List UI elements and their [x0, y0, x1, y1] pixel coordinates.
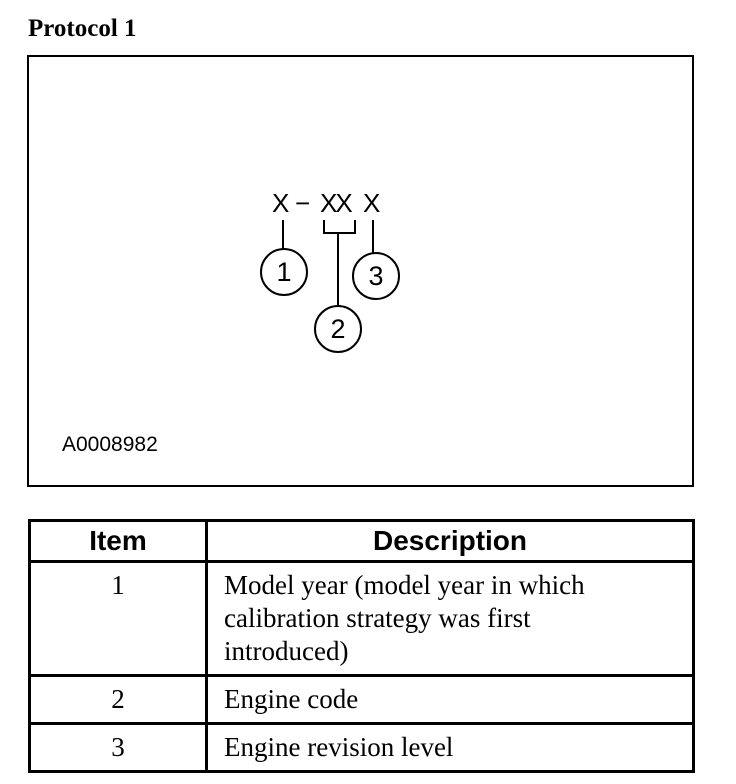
page-title: Protocol 1 [28, 15, 137, 42]
item-description: Engine revision level [205, 722, 695, 773]
item-description-text: Model year (model year in which calibrat… [224, 570, 585, 666]
callout-diagram: 1 2 3 [260, 220, 400, 353]
callout-circle-2 [314, 305, 362, 353]
callout-number-2: 2 [330, 314, 345, 344]
table-row: 2 Engine code [28, 674, 695, 725]
code-char-last: X [363, 188, 381, 218]
figure-id-label: A0008982 [62, 433, 158, 456]
table-row: 3 Engine revision level [28, 722, 695, 773]
code-char-first: X [272, 188, 290, 218]
item-description-text: Engine code [224, 684, 359, 714]
callout-number-3: 3 [368, 261, 383, 291]
item-description-text: Engine revision level [224, 732, 454, 762]
table-row: 1 Model year (model year in which calibr… [28, 560, 695, 677]
callout-circle-3 [352, 252, 400, 300]
item-number: 1 [28, 560, 208, 677]
item-description: Model year (model year in which calibrat… [205, 560, 695, 677]
callout-number-1: 1 [276, 257, 291, 287]
column-header-description: Description [205, 519, 695, 563]
item-description-table: Item Description 1 Model year (model yea… [28, 519, 695, 773]
item-number: 2 [28, 674, 208, 725]
item-description: Engine code [205, 674, 695, 725]
code-dash: − [295, 188, 311, 218]
item-number: 3 [28, 722, 208, 773]
callout-circle-1 [260, 248, 308, 296]
table-header-row: Item Description [28, 519, 695, 563]
figure-frame: X − XX X 1 2 3 A0008982 [27, 55, 694, 487]
code-chars-middle: XX [320, 188, 353, 218]
bracket-xx [323, 220, 356, 234]
column-header-item: Item [28, 519, 208, 563]
